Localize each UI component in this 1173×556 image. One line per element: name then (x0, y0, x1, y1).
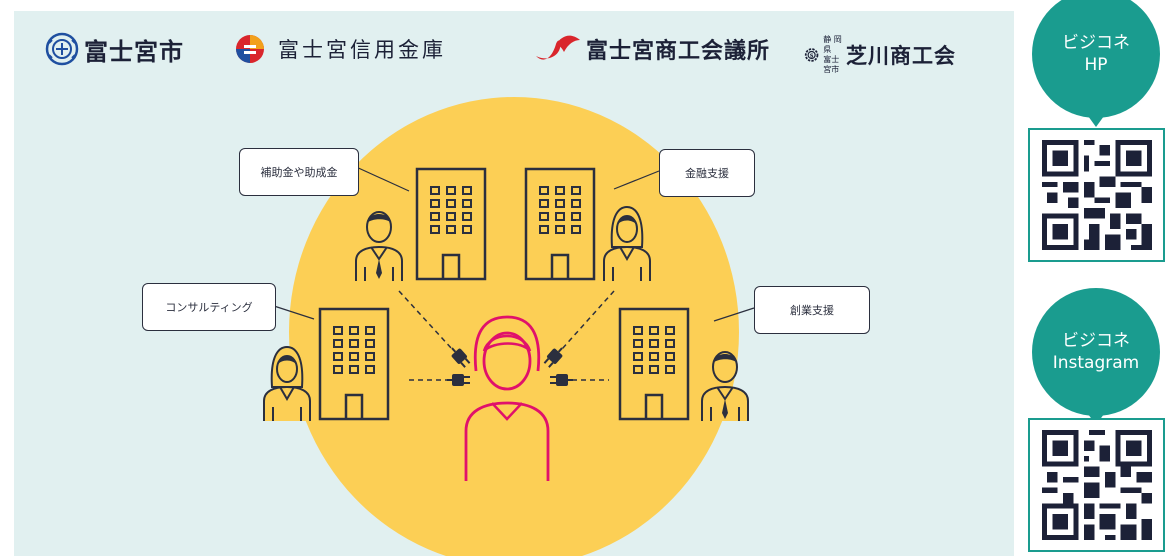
businesswoman-icon (603, 206, 651, 282)
instagram-bubble[interactable]: ビジコネ Instagram (1032, 288, 1160, 425)
hp-bubble-line1: ビジコネ (1062, 33, 1130, 53)
city-crest-icon (45, 32, 79, 66)
callout-subsidy-text: 補助金や助成金 (260, 166, 338, 179)
callout-consulting-text: コンサルティング (165, 301, 253, 314)
logo-chamber[interactable]: 富士宮商工会議所 (534, 33, 770, 65)
callout-startup: 創業支援 (754, 286, 870, 334)
svg-text:S: S (810, 53, 814, 59)
businessman-icon (355, 211, 403, 282)
instagram-bubble-line2: Instagram (1052, 353, 1140, 373)
building-icon (524, 167, 596, 281)
building-icon (618, 307, 690, 421)
plug-icon (549, 373, 574, 387)
main-panel: 富士宮市 富士宮信用金庫 富士宮商工会議所 S (14, 11, 1014, 556)
callout-startup-text: 創業支援 (790, 304, 834, 317)
callout-finance: 金融支援 (659, 149, 755, 197)
central-person-icon (464, 315, 550, 481)
link-topright (561, 290, 615, 350)
businesswoman-icon (263, 346, 311, 422)
logo-fujinomiya-city-text: 富士宮市 (84, 37, 184, 66)
shibakawa-prefix-line1: 静 岡 県 (823, 35, 842, 54)
callout-finance-text: 金融支援 (685, 167, 729, 180)
qr-code-icon (1041, 430, 1152, 540)
logo-shibakawa-text: 芝川商工会 (846, 44, 956, 68)
instagram-qr-box[interactable] (1028, 418, 1165, 552)
hp-bubble-line2: HP (1084, 55, 1108, 75)
instagram-bubble-line1: ビジコネ (1062, 331, 1130, 351)
logo-shibakawa[interactable]: S 静 岡 県 富士宮市 芝川商工会 (804, 35, 956, 75)
plug-icon (446, 373, 471, 387)
shinkin-logo-icon (236, 35, 264, 63)
callout-subsidy: 補助金や助成金 (239, 148, 359, 196)
logo-shinkin-bank[interactable]: 富士宮信用金庫 (234, 33, 446, 65)
connector-consulting (273, 305, 315, 320)
network-illustration (263, 165, 755, 481)
businessman-icon (701, 351, 749, 422)
callout-consulting: コンサルティング (142, 283, 276, 331)
side-panel: ビジコネ HP ビジコネ Instagram (1022, 0, 1173, 556)
chamber-logo-icon (536, 35, 580, 60)
shibakawa-gear-icon: S (804, 48, 819, 62)
plug-icon (446, 343, 473, 371)
qr-code-icon (1041, 140, 1152, 250)
connector-finance (613, 170, 660, 190)
hp-bubble[interactable]: ビジコネ HP (1032, 0, 1160, 127)
hp-bubble-tail (1088, 116, 1104, 127)
connector-subsidy (353, 165, 410, 192)
logo-shinkin-bank-text: 富士宮信用金庫 (278, 38, 446, 62)
shibakawa-prefix-line2: 富士宮市 (823, 55, 840, 74)
logo-chamber-text: 富士宮商工会議所 (586, 39, 771, 64)
building-icon (318, 307, 390, 421)
hp-qr-box[interactable] (1028, 128, 1165, 262)
shibakawa-prefix: 静 岡 県 富士宮市 (823, 35, 842, 75)
building-icon (415, 167, 487, 281)
link-topleft (398, 290, 453, 350)
logo-fujinomiya-city[interactable]: 富士宮市 (44, 31, 184, 67)
connector-startup (713, 307, 755, 322)
